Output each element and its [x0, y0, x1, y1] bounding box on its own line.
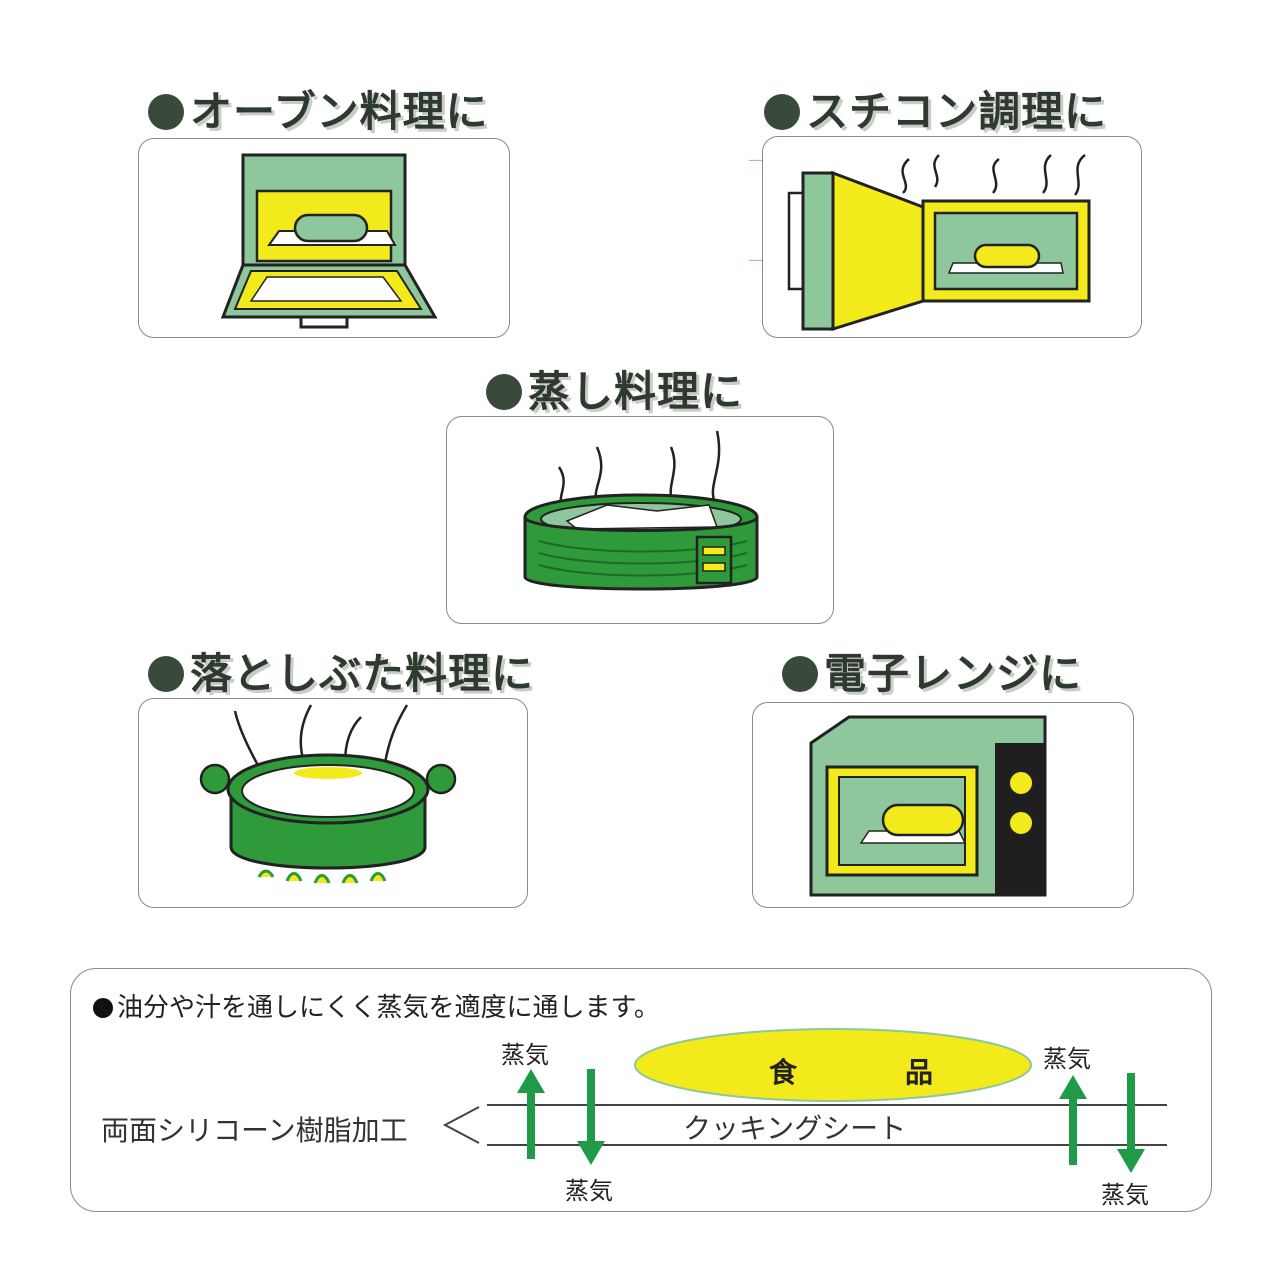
steam-label-right-bottom: 蒸気 — [1101, 1181, 1149, 1209]
heading-microwave-label: 電子レンジに — [824, 649, 1083, 698]
microwave-card — [752, 702, 1134, 908]
steaming-card — [446, 416, 834, 624]
food-label: 食 品 — [769, 1056, 974, 1089]
side-mark-bottom: — — [748, 250, 764, 269]
steam-label-right-top: 蒸気 — [1043, 1045, 1091, 1073]
sheet-diagram-graphic — [442, 1028, 1167, 1173]
heading-steaming-label: 蒸し料理に — [528, 367, 744, 416]
steam-arrow-right-down — [1117, 1073, 1145, 1173]
steam-arrow-left-down — [577, 1069, 605, 1165]
bullet-dot — [148, 94, 184, 130]
heading-steaming: 蒸し料理に — [486, 358, 743, 419]
steam-label-left-bottom: 蒸気 — [565, 1177, 613, 1205]
drop-lid-card — [138, 698, 528, 908]
microwave-illustration — [809, 715, 1047, 897]
oven-illustration — [220, 153, 438, 329]
bullet-dot — [486, 374, 522, 410]
heading-oven-label: オーブン料理に — [190, 87, 489, 136]
bullet-dot — [148, 656, 184, 692]
bullet-dot — [764, 94, 800, 130]
heading-oven: オーブン料理に — [148, 78, 488, 139]
heading-steam-convection-label: スチコン調理に — [806, 87, 1108, 136]
heading-steam-convection: スチコン調理に — [764, 78, 1107, 139]
steamer-illustration — [523, 430, 759, 591]
pot-illustration — [199, 704, 457, 884]
heading-drop-lid: 落としぶた料理に — [148, 640, 534, 701]
note-bullet-dot — [93, 998, 113, 1018]
sheet-note: 油分や汁を通しにくく蒸気を適度に通します。 — [93, 987, 660, 1024]
food-ellipse — [634, 1028, 1032, 1102]
steam-convection-card — [762, 136, 1142, 338]
side-mark-top: — — [748, 150, 764, 169]
coating-label: 両面シリコーン樹脂加工 — [101, 1114, 408, 1147]
heading-microwave: 電子レンジに — [782, 640, 1082, 701]
oven-card — [138, 138, 510, 338]
sheet-label: クッキングシート — [683, 1112, 907, 1145]
heading-drop-lid-label: 落としぶた料理に — [190, 649, 535, 698]
steam-convection-illustration — [787, 154, 1091, 332]
coating-pointer — [442, 1106, 480, 1144]
sheet-note-text: 油分や汁を通しにくく蒸気を適度に通します。 — [117, 993, 660, 1023]
sheet-diagram-panel: 油分や汁を通しにくく蒸気を適度に通します。 食 品 両面シリコーン樹脂加工 クッ… — [70, 968, 1212, 1212]
steam-label-left-top: 蒸気 — [501, 1041, 549, 1069]
bullet-dot — [782, 656, 818, 692]
steam-arrow-right-up — [1059, 1075, 1087, 1165]
steam-arrow-left-up — [517, 1069, 545, 1159]
